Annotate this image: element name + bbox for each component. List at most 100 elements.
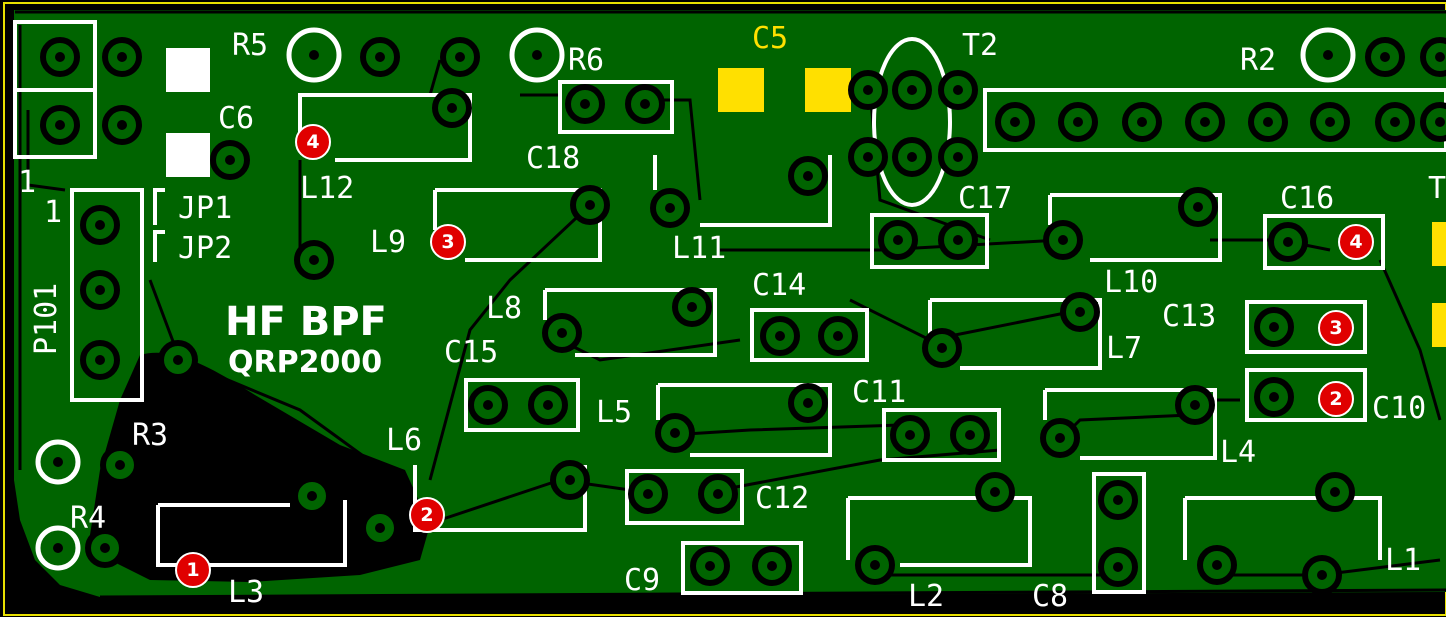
pad-hole: [100, 543, 110, 553]
pad-hole: [455, 52, 465, 62]
pad-hole: [95, 285, 105, 295]
pad-hole: [585, 200, 595, 210]
svg-text:3: 3: [441, 231, 454, 253]
label-c15: C15: [444, 335, 498, 370]
label-c14: C14: [752, 268, 806, 303]
pad-hole: [1113, 495, 1123, 505]
pad-hole: [1325, 117, 1335, 127]
pad-hole: [803, 398, 813, 408]
pad-hole: [117, 120, 127, 130]
pad-hole: [1058, 235, 1068, 245]
board-edge: [3, 2, 1446, 616]
pad-hole: [173, 355, 183, 365]
pad-hole: [557, 328, 567, 338]
marker-c16: 4: [1338, 224, 1374, 260]
board-subtitle: QRP2000: [228, 345, 382, 380]
svg-text:3: 3: [1329, 317, 1342, 339]
pad-hole: [893, 235, 903, 245]
pad-hole: [863, 85, 873, 95]
pad-hole: [1269, 392, 1279, 402]
label-l10: L10: [1104, 265, 1158, 300]
label-c17: C17: [958, 181, 1012, 216]
label-t2: T2: [962, 28, 998, 63]
pad: [1420, 37, 1446, 77]
marker-l3: 1: [175, 552, 211, 588]
label-r3: R3: [132, 418, 168, 453]
svg-text:1: 1: [186, 559, 199, 581]
pad-hole: [870, 560, 880, 570]
label-c18: C18: [526, 141, 580, 176]
pad-hole: [1073, 117, 1083, 127]
pad-hole: [953, 152, 963, 162]
silkscreen: [13, 20, 1446, 595]
pad-hole: [863, 152, 873, 162]
pad-hole: [565, 475, 575, 485]
pad-hole: [115, 460, 125, 470]
label-c12: C12: [755, 481, 809, 516]
pad-hole: [907, 152, 917, 162]
label-c8: C8: [1032, 579, 1068, 614]
pad-hole: [1317, 570, 1327, 580]
pad-hole: [640, 99, 650, 109]
marker-c10: 2: [1318, 381, 1354, 417]
pad-hole: [307, 491, 317, 501]
label-pin1-a: 1: [18, 165, 36, 200]
pad-hole: [1380, 52, 1390, 62]
label-l5: L5: [596, 395, 632, 430]
pad-hole: [1200, 117, 1210, 127]
pad-hole: [309, 255, 319, 265]
marker-l6: 2: [409, 497, 445, 533]
label-l9: L9: [370, 225, 406, 260]
label-c13: C13: [1162, 299, 1216, 334]
copper-pour: [14, 10, 1446, 597]
pad-hole: [580, 99, 590, 109]
label-l1: L1: [1385, 543, 1421, 578]
pad-hole: [670, 428, 680, 438]
label-l6: L6: [386, 423, 422, 458]
label-l7: L7: [1106, 331, 1142, 366]
label-jp1: JP1: [178, 191, 232, 226]
pad-hole: [117, 52, 127, 62]
pad-hole: [803, 171, 813, 181]
pad-hole: [665, 203, 675, 213]
pad-hole: [687, 302, 697, 312]
jumper-pads: [166, 48, 210, 177]
label-l8: L8: [486, 291, 522, 326]
component-labels: R5 R6 C5 T2 R2 C6 C18 L12 JP1 JP2 1 1 P1…: [18, 21, 1446, 614]
pad-hole: [1113, 562, 1123, 572]
pad-hole: [483, 400, 493, 410]
pad-hole: [937, 343, 947, 353]
label-r6: R6: [568, 43, 604, 78]
label-l11: L11: [672, 231, 726, 266]
pad-hole: [1075, 307, 1085, 317]
label-c10: C10: [1372, 391, 1426, 426]
pad-hole: [990, 487, 1000, 497]
pad-hole: [95, 220, 105, 230]
label-t-partial: T: [1428, 171, 1446, 206]
pad-hole: [1435, 117, 1445, 127]
pad-hole: [1283, 237, 1293, 247]
pad-hole: [953, 85, 963, 95]
svg-text:2: 2: [420, 504, 433, 526]
pad-hole: [1212, 560, 1222, 570]
pad-hole: [1190, 400, 1200, 410]
pad-hole: [1269, 322, 1279, 332]
label-r2: R2: [1240, 43, 1276, 78]
label-p101: P101: [29, 283, 64, 355]
label-jp2: JP2: [178, 231, 232, 266]
pad-hole: [375, 523, 385, 533]
label-l4: L4: [1220, 435, 1256, 470]
marker-l9: 3: [430, 224, 466, 260]
marker-l12: 4: [295, 124, 331, 160]
label-pin1-b: 1: [44, 195, 62, 230]
pad-hole: [375, 52, 385, 62]
label-l3: L3: [228, 575, 264, 610]
pad-hole: [643, 489, 653, 499]
markers: 4 3 4 3 2 2 1: [175, 124, 1374, 588]
marker-c13: 3: [1318, 310, 1354, 346]
pad-hole: [1330, 487, 1340, 497]
pad-hole: [767, 561, 777, 571]
label-c9: C9: [624, 563, 660, 598]
